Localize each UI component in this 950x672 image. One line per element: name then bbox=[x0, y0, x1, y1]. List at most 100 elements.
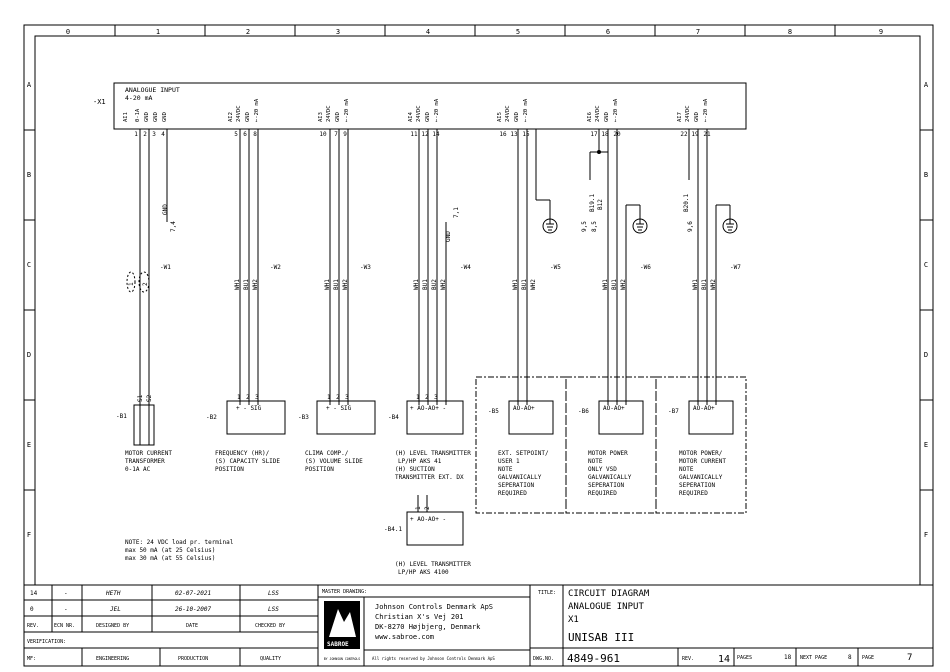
t-6: 6 bbox=[243, 131, 247, 138]
grid-row-d-right: D bbox=[924, 351, 928, 359]
b5-desc-4: GALVANICALLY bbox=[498, 474, 542, 481]
cable-w1-core1: 1 bbox=[128, 282, 135, 286]
ai2-name: AI2 bbox=[228, 112, 234, 122]
ai1-name: AI1 bbox=[123, 112, 129, 122]
note-line-2: max 50 mA (at 25 Celsius) bbox=[125, 547, 215, 554]
b6-pins: AO-AO+ bbox=[603, 405, 625, 412]
rev-row2-rev: 0 bbox=[30, 606, 34, 613]
footer-production: PRODUCTION bbox=[178, 656, 208, 662]
cable-w6: -W6 bbox=[640, 264, 651, 271]
ai4-name: AI4 bbox=[408, 111, 414, 122]
b7-desc-4: GALVANICALLY bbox=[679, 474, 723, 481]
rev-header-date: DATE bbox=[186, 623, 198, 629]
b5-ref: -B5 bbox=[488, 408, 499, 415]
mf-label: MF: bbox=[27, 656, 36, 662]
b41-pins: + AO-AO+ - bbox=[410, 516, 446, 523]
load-note: NOTE: 24 VDC load pr. terminal max 50 mA… bbox=[125, 539, 234, 562]
t-8: 8 bbox=[253, 131, 257, 138]
b3-desc-3: POSITION bbox=[305, 466, 334, 473]
b3-pins: + - SIG bbox=[326, 405, 352, 412]
ai2-sig3: ←-20 mA bbox=[254, 98, 260, 122]
b4-desc-4: TRANSMITTER EXT. DX bbox=[395, 474, 464, 481]
b2-desc-3: POSITION bbox=[215, 466, 244, 473]
master-drawing-area: MASTER DRAWING: SABROE BY JOHNSON CONTRO… bbox=[322, 589, 495, 661]
rev-header-checked: CHECKED BY bbox=[255, 623, 285, 629]
t-4: 4 bbox=[161, 131, 165, 138]
t-5: 5 bbox=[234, 131, 238, 138]
rev-row1-designed: HETH bbox=[105, 590, 121, 597]
b41-ref: -B4.1 bbox=[384, 526, 402, 533]
ai7-name: AI7 bbox=[677, 112, 683, 122]
terminal-strip-title: ANALOGUE INPUT bbox=[125, 86, 180, 94]
next-page-value: 8 bbox=[848, 654, 852, 661]
w5-bu1: BU1 bbox=[521, 279, 528, 290]
ai5-name: AI5 bbox=[497, 112, 503, 122]
terminal-labels: AI1 0-1A GND GND GND AI2 24VDC GND ←-20 … bbox=[123, 98, 709, 122]
t-3: 3 bbox=[152, 131, 156, 138]
gnd-ref-2-loc: 7,1 bbox=[453, 207, 460, 218]
rev-label: REV. bbox=[682, 656, 694, 662]
t-17: 17 bbox=[590, 131, 598, 138]
t-13: 13 bbox=[510, 131, 518, 138]
b12-ref: B12 bbox=[597, 199, 604, 210]
grid-col-9: 9 bbox=[879, 28, 883, 36]
rev-row1-date: 02-07-2021 bbox=[175, 590, 211, 597]
b5-desc-2: USER 1 bbox=[498, 458, 520, 465]
grid-row-d: D bbox=[27, 351, 31, 359]
grid-row-a: A bbox=[27, 81, 32, 89]
rev-row2-designed: JEL bbox=[109, 606, 121, 613]
rev-row1-rev: 14 bbox=[30, 590, 38, 597]
grid-col-3: 3 bbox=[336, 28, 340, 36]
cable-markers: 1 2 -W1 -W2 -W3 -W4 -W5 -W6 -W7 WH1 BU1 … bbox=[126, 264, 741, 293]
w6-wh2: WH2 bbox=[620, 279, 627, 290]
w7-wh2: WH2 bbox=[710, 279, 717, 290]
ai7-sig2: GND bbox=[694, 112, 700, 122]
rev-header-ecn: ECN NR. bbox=[54, 623, 75, 629]
b7-ref: -B7 bbox=[668, 408, 679, 415]
b4-desc-2: LP/HP AKS 41 bbox=[398, 458, 442, 465]
b2-desc-2: (S) CAPACITY SLIDE bbox=[215, 458, 280, 465]
grid-col-2: 2 bbox=[246, 28, 250, 36]
b7-desc-3: NOTE bbox=[679, 466, 694, 473]
b6-ref: -B6 bbox=[578, 408, 589, 415]
cross-references: GND 7,4 GND 7,1 B19.1 9,5 B12 8,5 B20.1 … bbox=[162, 194, 694, 242]
b2-num-1: 1 bbox=[237, 394, 241, 401]
sheet-frame bbox=[23, 24, 934, 667]
gnd-ref-2: GND bbox=[445, 231, 452, 242]
title-line-3: X1 bbox=[568, 615, 579, 625]
b6-desc-6: REQUIRED bbox=[588, 490, 617, 497]
ai6-name: AI6 bbox=[587, 112, 593, 122]
ai6-sig1: 24VDC bbox=[595, 105, 601, 122]
terminal-strip-ref: -X1 bbox=[93, 98, 106, 106]
dwg-number: 4849-961 bbox=[567, 652, 620, 665]
ai5-sig3: ←-20 mA bbox=[523, 98, 529, 122]
b19-ref: B19.1 bbox=[589, 194, 596, 212]
w7-wh1: WH1 bbox=[692, 279, 699, 290]
w3-wh2: WH2 bbox=[342, 279, 349, 290]
device-b6: -B6 AO-AO+ MOTOR POWER NOTE ONLY VSD GAL… bbox=[578, 400, 644, 497]
ai1-sig1: 0-1A bbox=[135, 108, 141, 122]
ground-icon bbox=[632, 218, 648, 234]
cable-w7: -W7 bbox=[730, 264, 741, 271]
b3-desc-2: (S) VOLUME SLIDE bbox=[305, 458, 363, 465]
title-line-1: CIRCUIT DIAGRAM bbox=[568, 589, 650, 599]
w5-wh2: WH2 bbox=[530, 279, 537, 290]
terminal-strip-x1: -X1 ANALOGUE INPUT 4-20 mA bbox=[93, 82, 747, 130]
w5-wh1: WH1 bbox=[512, 279, 519, 290]
footer-engineering: ENGINEERING bbox=[96, 656, 129, 662]
cable-w1: -W1 bbox=[160, 264, 171, 271]
cable-w1-core2: 2 bbox=[142, 282, 149, 286]
b7-desc-6: REQUIRED bbox=[679, 490, 708, 497]
device-b7: -B7 AO-AO+ MOTOR POWER/ MOTOR CURRENT NO… bbox=[668, 400, 734, 497]
ai2-sig1: 24VDC bbox=[236, 105, 242, 122]
t-9: 9 bbox=[343, 131, 347, 138]
cable-w5: -W5 bbox=[550, 264, 561, 271]
gnd-ref-1-loc: 7,4 bbox=[170, 221, 177, 232]
b5-desc-3: NOTE bbox=[498, 466, 513, 473]
b6-desc-3: ONLY VSD bbox=[588, 466, 617, 473]
verification-label: VERIFICATION: bbox=[27, 639, 66, 645]
w2-bu1: BU1 bbox=[243, 279, 250, 290]
grid-column-labels: 0 1 2 3 4 5 6 7 8 9 bbox=[66, 28, 883, 36]
b2-num-3: 3 bbox=[255, 394, 259, 401]
b6-desc-5: SEPERATION bbox=[588, 482, 625, 489]
